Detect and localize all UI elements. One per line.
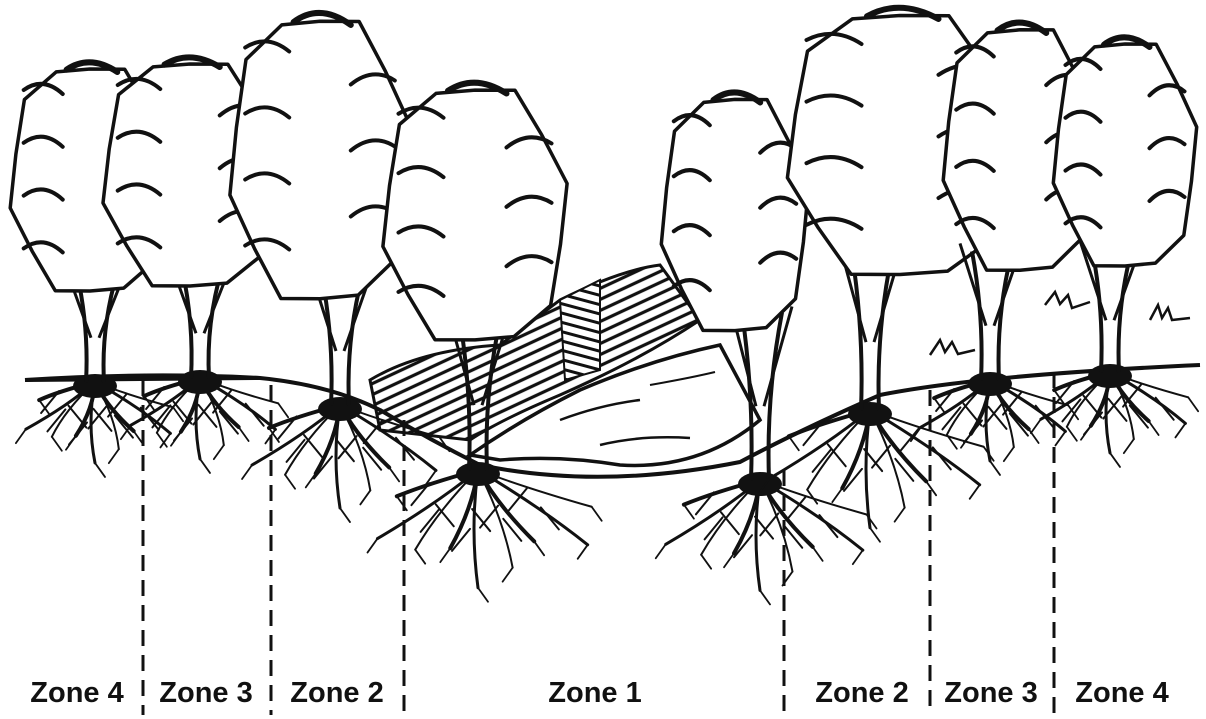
zone-label-4-left: Zone 4 [22,675,132,711]
zone-label-3-left: Zone 3 [150,675,262,711]
tree-zone3-right-root-crown [968,372,1012,396]
tree-zone4-left-root-crown [73,374,117,398]
zone-label-2-left: Zone 2 [281,675,393,711]
tree-zone4-right-root-crown [1088,364,1132,388]
tree-zone1-right-roots [656,480,877,604]
tree-zone2-right-roots [759,410,993,542]
tree-zone1-right-canopy [661,99,808,330]
zone-label-4-right: Zone 4 [1066,675,1178,711]
zone-label-3-right: Zone 3 [935,675,1047,711]
tree-zone4-right-canopy [1053,44,1196,266]
zone-label-2-right: Zone 2 [806,675,918,711]
ground-line-left [25,378,260,380]
tree-zone2-left-back-root-crown [318,397,362,421]
tree-zone2-right-root-crown [848,402,892,426]
zone-label-1: Zone 1 [530,675,660,711]
tree-zone3-left-root-crown [178,370,222,394]
tree-zone2-right-trunk [852,254,892,410]
grass-tufts [930,292,1190,355]
tree-zone2-left-front-root-crown [456,462,500,486]
tree-zone2-left-front-canopy [383,90,567,340]
